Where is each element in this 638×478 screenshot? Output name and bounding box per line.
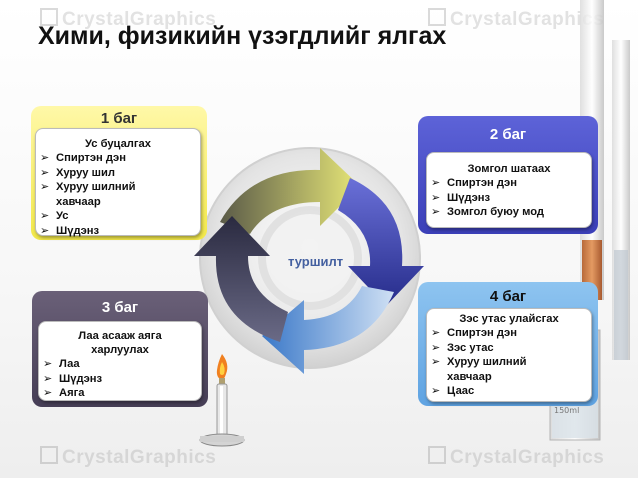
- group-2-heading: 2 баг: [489, 126, 527, 143]
- watermark: CrystalGraphics: [40, 446, 216, 469]
- group-3-heading: 3 баг: [101, 299, 139, 316]
- list-item: Шүдэнз: [36, 224, 200, 239]
- watermark: CrystalGraphics: [40, 8, 216, 31]
- group-4-card: Зэс утас улайсгах Спиртэн дэн Зэс утас Х…: [426, 308, 592, 402]
- cycle-arrow-bottom: [262, 286, 394, 374]
- group-1-task: Ус буцалгах: [84, 138, 151, 150]
- page-title: Хими, физикийн үзэгдлийг ялгах: [38, 22, 447, 50]
- list-item: Спиртэн дэн: [427, 326, 591, 341]
- group-3-card: Лаа асааж аяга харлуулах Лаа Шүдэнз Аяга: [38, 321, 202, 401]
- watermark-icon: [428, 8, 446, 26]
- list-item: Хуруу шил: [36, 166, 200, 181]
- cycle-arrow-top: [220, 148, 360, 234]
- group-2-task: Зомгол шатаах: [467, 163, 551, 175]
- group-4-heading: 4 баг: [489, 288, 527, 305]
- watermark-icon: [40, 446, 58, 464]
- cycle-arrow-left: [194, 216, 288, 342]
- cycle-diagram: [194, 147, 424, 374]
- spirit-burner-icon: [199, 354, 245, 447]
- list-item: Зэс утас: [427, 341, 591, 356]
- list-item: Ус: [36, 209, 200, 224]
- glass-mark: 150ml: [554, 406, 579, 415]
- group-4-list: Спиртэн дэн Зэс утас Хуруу шилний хавчаа…: [427, 326, 591, 399]
- watermark: CrystalGraphics: [428, 8, 604, 31]
- list-item: Шүдэнз: [39, 372, 201, 387]
- group-2-panel: 2 баг Зомгол шатаах Спиртэн дэн Шүдэнз З…: [418, 116, 598, 234]
- group-1-heading: 1 баг: [100, 110, 138, 127]
- group-4-task: Зэс утас улайсгах: [459, 313, 559, 325]
- group-3-task: Лаа асааж аяга харлуулах: [78, 330, 162, 356]
- list-item: Спиртэн дэн: [427, 176, 591, 191]
- group-2-list: Спиртэн дэн Шүдэнз Зомгол буюу мод: [427, 176, 591, 220]
- lab-glassware-image: 150ml: [549, 0, 630, 441]
- group-4-panel: 4 баг Зэс утас улайсгах Спиртэн дэн Зэс …: [418, 282, 598, 406]
- list-item: Спиртэн дэн: [36, 151, 200, 166]
- center-label: туршилт: [288, 254, 344, 269]
- group-3-list: Лаа Шүдэнз Аяга: [39, 357, 201, 401]
- cycle-arrow-right: [338, 178, 424, 306]
- group-3-panel: 3 баг Лаа асааж аяга харлуулах Лаа Шүдэн…: [32, 291, 208, 407]
- watermark: CrystalGraphics: [428, 446, 604, 469]
- group-2-card: Зомгол шатаах Спиртэн дэн Шүдэнз Зомгол …: [426, 152, 592, 228]
- watermark-icon: [428, 446, 446, 464]
- list-item: Лаа: [39, 357, 201, 372]
- list-item: Аяга: [39, 386, 201, 401]
- watermark-icon: [40, 8, 58, 26]
- list-item: Зомгол буюу мод: [427, 205, 591, 220]
- list-item: Шүдэнз: [427, 191, 591, 206]
- group-1-panel: 1 баг Ус буцалгах Спиртэн дэн Хуруу шил …: [31, 106, 207, 240]
- list-item: Цаас: [427, 384, 591, 399]
- list-item: Хуруу шилний хавчаар: [427, 355, 557, 384]
- group-1-card: Ус буцалгах Спиртэн дэн Хуруу шил Хуруу …: [35, 128, 201, 239]
- list-item: Хуруу шилний хавчаар: [36, 180, 154, 209]
- group-1-list: Спиртэн дэн Хуруу шил Хуруу шилний хавча…: [36, 151, 200, 239]
